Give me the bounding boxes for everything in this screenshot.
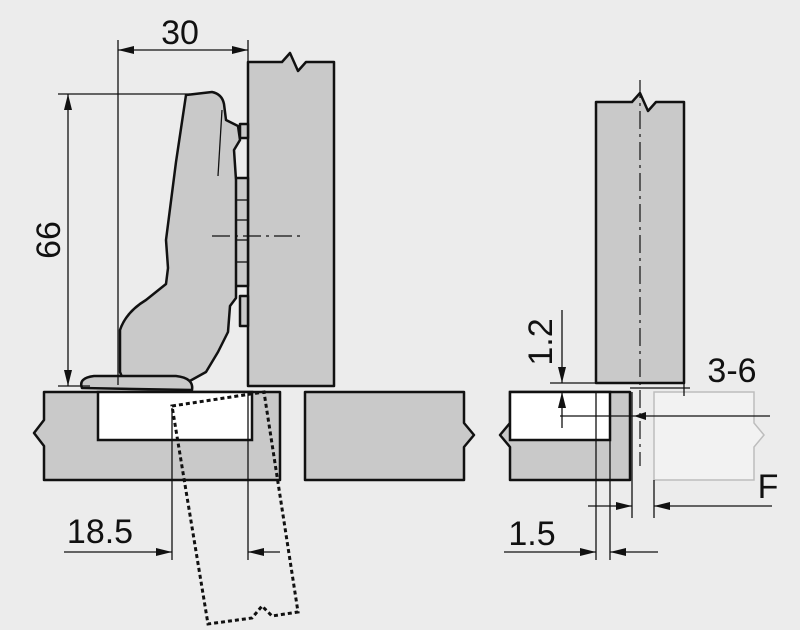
door-panel-right bbox=[303, 390, 476, 482]
dim-66-arrow-bottom bbox=[64, 370, 72, 386]
dim-30-label: 30 bbox=[161, 14, 199, 52]
plate-tab-bottom bbox=[238, 294, 250, 328]
dim-3-6-label: 3-6 bbox=[707, 352, 756, 390]
dim-3-6-arrow-left bbox=[634, 412, 646, 420]
dim-f-arrow-left bbox=[616, 502, 632, 510]
cabinet-side-panel bbox=[246, 51, 336, 388]
plate-tab-top bbox=[238, 122, 250, 140]
dim-f-label: F bbox=[758, 468, 779, 506]
dim-1-5-arrow-left bbox=[580, 548, 596, 556]
hinge-arm-crease bbox=[217, 109, 223, 177]
right-view: 1.2 3-6 F 1.5 bbox=[498, 80, 779, 560]
opened-door-outline bbox=[170, 390, 300, 626]
dim-18-5-arrow-left bbox=[156, 548, 172, 556]
dim-f-arrow-right bbox=[654, 502, 670, 510]
dim-66-label: 66 bbox=[30, 221, 68, 259]
hinge-cup-flange bbox=[80, 374, 194, 392]
ghost-door-outline bbox=[653, 391, 765, 481]
dim-1-2-arrow-top bbox=[558, 367, 566, 383]
dim-1-5-arrow-right bbox=[610, 548, 626, 556]
dim-30-arrow-right bbox=[232, 46, 248, 54]
dim-1-2-arrow-bottom bbox=[558, 392, 566, 408]
hinge-arm bbox=[118, 90, 242, 384]
dim-1-5-label: 1.5 bbox=[508, 515, 555, 553]
dim-18-5-arrow-right bbox=[248, 548, 264, 556]
dim-1-2-label: 1.2 bbox=[522, 318, 560, 365]
dim-18-5-label: 18.5 bbox=[67, 513, 133, 551]
dim-30-arrow-left bbox=[118, 46, 134, 54]
dim-66-arrow-top bbox=[64, 94, 72, 110]
left-view: 30 66 18.5 bbox=[30, 14, 476, 626]
